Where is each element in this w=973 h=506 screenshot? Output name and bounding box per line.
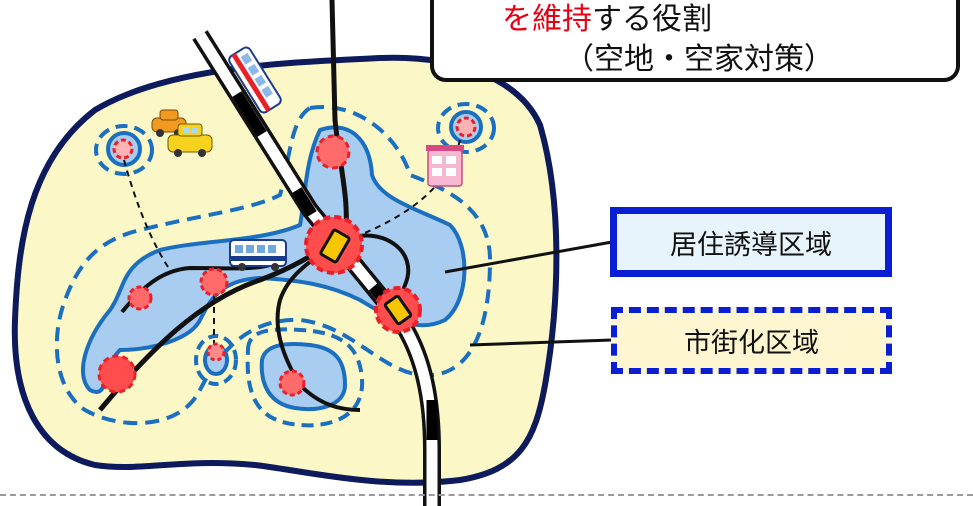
urbanization-area-outline-small [245,327,365,428]
center-marker [97,354,137,394]
urbanization-area-outline-small [436,102,496,154]
railway-segment [292,187,317,217]
urbanization-area-outline-small [194,334,238,386]
shopping-cart-icon [426,145,464,187]
station-icon [319,228,351,264]
center-marker [127,285,153,311]
station-icon [383,294,413,326]
bottom-divider [0,494,973,496]
callout-text-line1: を維持する役割 [502,0,712,38]
legend-leader-urban [469,338,613,347]
connection-line [123,159,171,271]
bus-route [275,238,361,412]
callout-highlight: を維持 [502,2,592,37]
railway-segment [232,91,267,137]
center-marker [206,342,226,362]
callout-text-line2: （空地・空家対策） [564,42,834,77]
legend-residential-label: 居住誘導区域 [670,229,832,261]
urbanization-area-outline-small [94,124,154,176]
legend-urban-label: 市街化区域 [684,328,819,359]
center-marker [199,267,229,297]
legend-leader-residential [444,240,613,274]
center-marker [278,369,306,397]
urbanization-area-outline [54,104,493,426]
legend-residential-area: 居住誘導区域 [610,207,892,277]
tram-icon [228,46,282,114]
callout-box: を維持する役割 （空地・空家対策） [430,0,960,82]
center-marker [455,116,477,138]
callout-rest: する役割 [592,2,712,37]
center-marker [112,138,134,160]
bus-icon [229,239,287,271]
center-marker [315,134,351,170]
legend-urbanization-area: 市街化区域 [611,307,892,374]
taxi-icon [167,123,213,157]
